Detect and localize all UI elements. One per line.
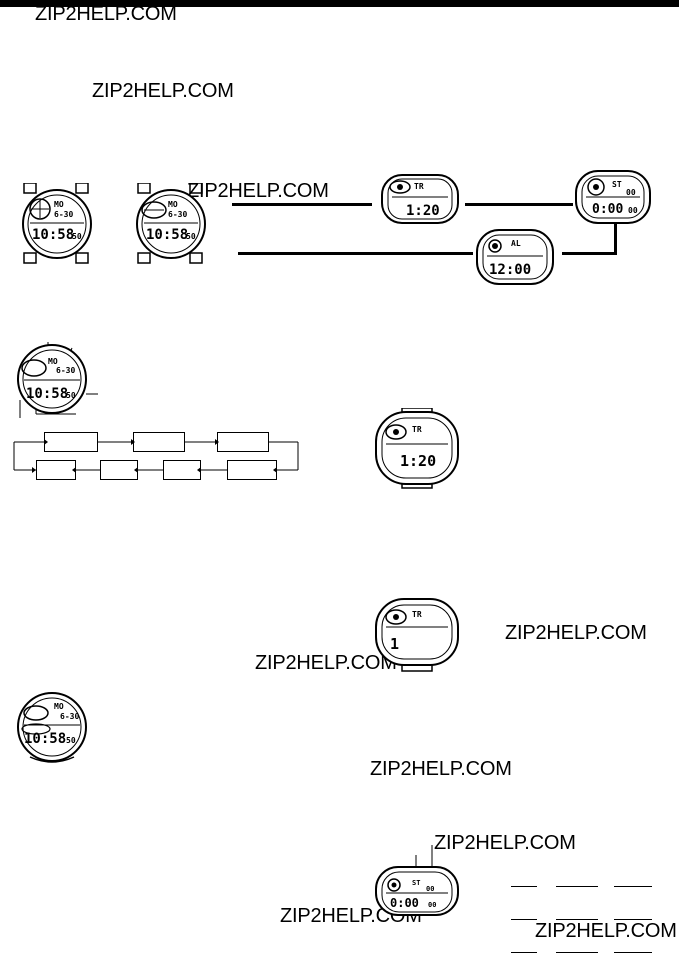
svg-text:0:00: 0:00 — [390, 896, 419, 910]
svg-text:6-30: 6-30 — [56, 366, 75, 375]
svg-text:MO: MO — [48, 357, 58, 366]
watch-timekeeping-1: MO 6-30 10:58 50 — [18, 183, 98, 265]
svg-text:12:00: 12:00 — [489, 262, 531, 278]
rule-3 — [614, 886, 652, 887]
rule-4 — [511, 919, 537, 920]
svg-text:00: 00 — [626, 188, 636, 197]
svg-text:MO: MO — [54, 200, 64, 209]
watch-stopwatch-2: ST 00 0:00 00 — [372, 845, 464, 917]
watermark-3: ZIP2HELP.COM — [187, 180, 329, 202]
rule-8 — [556, 952, 598, 953]
watch-alarm: AL 12:00 — [475, 226, 555, 288]
flow-line-2 — [465, 203, 573, 206]
svg-text:ST: ST — [612, 180, 622, 189]
watermark-2: ZIP2HELP.COM — [92, 80, 234, 102]
watermark-1: ZIP2HELP.COM — [35, 3, 177, 25]
watermark-5: ZIP2HELP.COM — [255, 652, 397, 674]
watch-timer-2: TR 1:20 — [372, 408, 464, 490]
svg-text:6-30: 6-30 — [168, 210, 187, 219]
svg-text:50: 50 — [186, 232, 196, 241]
svg-text:00: 00 — [428, 901, 436, 909]
svg-text:AL: AL — [511, 239, 521, 248]
svg-text:50: 50 — [66, 736, 76, 745]
svg-text:00: 00 — [628, 206, 638, 215]
watch-callout: MO 6-30 10:58 50 — [6, 338, 101, 420]
svg-text:00: 00 — [426, 885, 434, 893]
rule-5 — [556, 919, 598, 920]
watermark-9: ZIP2HELP.COM — [535, 920, 677, 942]
watermark-4: ZIP2HELP.COM — [505, 622, 647, 644]
svg-text:1:20: 1:20 — [400, 452, 436, 470]
rule-2 — [556, 886, 598, 887]
svg-text:10:58: 10:58 — [146, 227, 188, 243]
watch-timekeeping-2: MO 6-30 10:58 50 — [132, 183, 212, 265]
watermark-7: ZIP2HELP.COM — [434, 832, 576, 854]
svg-text:TR: TR — [412, 610, 422, 619]
flow-line-1 — [232, 203, 372, 206]
flow-line-4 — [562, 252, 617, 255]
svg-text:ST: ST — [412, 879, 420, 887]
svg-text:1:20: 1:20 — [406, 203, 440, 219]
svg-text:10:58: 10:58 — [32, 227, 74, 243]
svg-text:6-30: 6-30 — [60, 712, 79, 721]
svg-text:0:00: 0:00 — [592, 202, 623, 217]
svg-text:MO: MO — [168, 200, 178, 209]
watch-timer-setting: TR 1 — [372, 597, 464, 673]
watch-timekeeping-3: MO 6-30 10:58 50 — [10, 687, 94, 769]
watermark-6: ZIP2HELP.COM — [370, 758, 512, 780]
flow-arrows — [13, 439, 299, 473]
rule-7 — [511, 952, 537, 953]
svg-text:10:58: 10:58 — [24, 731, 66, 747]
watch-timer-1: TR 1:20 — [380, 167, 460, 231]
svg-text:TR: TR — [414, 182, 424, 191]
rule-9 — [614, 952, 652, 953]
top-rule — [0, 0, 679, 7]
flow-line-3 — [614, 218, 617, 254]
rule-1 — [511, 886, 537, 887]
rule-6 — [614, 919, 652, 920]
watch-stopwatch-1: ST 00 0:00 00 — [574, 165, 654, 229]
svg-text:6-30: 6-30 — [54, 210, 73, 219]
svg-text:50: 50 — [72, 232, 82, 241]
svg-text:50: 50 — [66, 391, 76, 400]
svg-text:TR: TR — [412, 425, 422, 434]
svg-text:1: 1 — [390, 635, 399, 653]
svg-text:MO: MO — [54, 702, 64, 711]
flow-line-5 — [238, 252, 473, 255]
svg-text:10:58: 10:58 — [26, 386, 68, 402]
